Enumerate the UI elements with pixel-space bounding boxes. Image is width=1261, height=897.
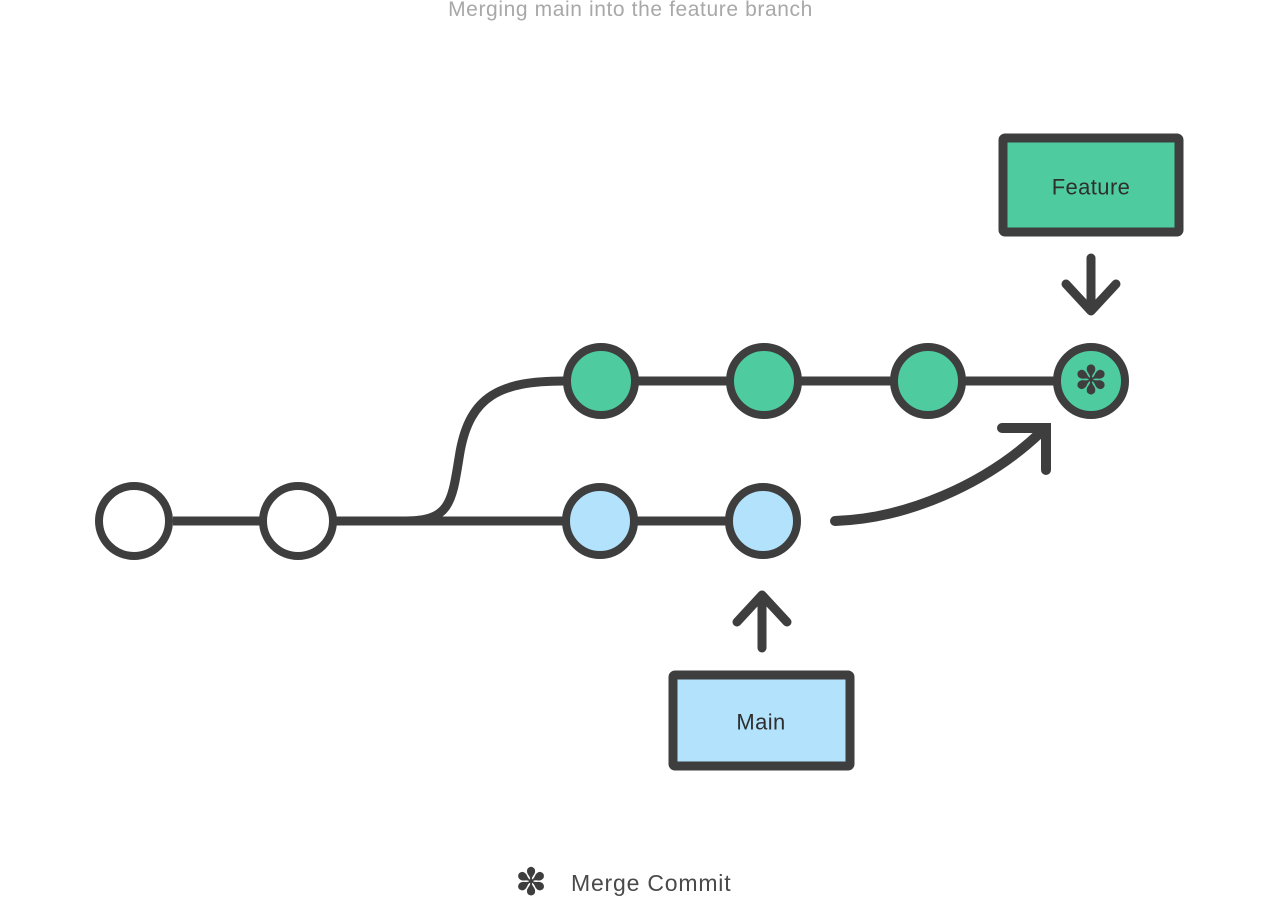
main-box-rect	[668, 670, 855, 771]
commit-node-feature-2[interactable]	[726, 343, 802, 419]
commit-node-feature-3[interactable]	[890, 343, 966, 419]
legend: ✽ Merge Commit	[515, 860, 731, 897]
commit-node-main-2[interactable]	[725, 483, 801, 559]
base-commits	[95, 482, 337, 560]
feature-pointer-arrow	[1061, 253, 1121, 316]
main-label-box[interactable]: Main	[668, 670, 855, 771]
feature-label-box[interactable]: Feature	[998, 133, 1184, 237]
feature-box-label: Feature	[1052, 175, 1131, 200]
feature-box-rect	[998, 133, 1184, 237]
main-commits	[562, 483, 801, 559]
legend-merge-commit-label: Merge Commit	[571, 870, 731, 896]
commit-node-merge-commit[interactable]	[1053, 343, 1129, 419]
page-title: Merging main into the feature branch	[448, 0, 813, 21]
merge-arrow	[830, 423, 1051, 526]
commit-node-base-1[interactable]	[95, 482, 173, 560]
main-arrow-head	[732, 590, 792, 627]
main-pointer-arrow	[732, 590, 792, 653]
merge-arrow-curve	[830, 428, 1045, 526]
main-box-label: Main	[736, 710, 785, 735]
commit-node-feature-1[interactable]	[563, 343, 639, 419]
commit-node-main-1[interactable]	[562, 483, 638, 559]
legend-merge-commit-icon: ✽	[515, 860, 547, 897]
edge-branch-curve	[401, 376, 569, 526]
commit-node-base-2[interactable]	[259, 482, 337, 560]
merge-commit-asterisk-icon: ✽	[1074, 358, 1108, 404]
feature-arrow-head	[1061, 279, 1121, 316]
merge-arrow-head	[997, 423, 1051, 475]
feature-commits: ✽	[563, 343, 1129, 419]
